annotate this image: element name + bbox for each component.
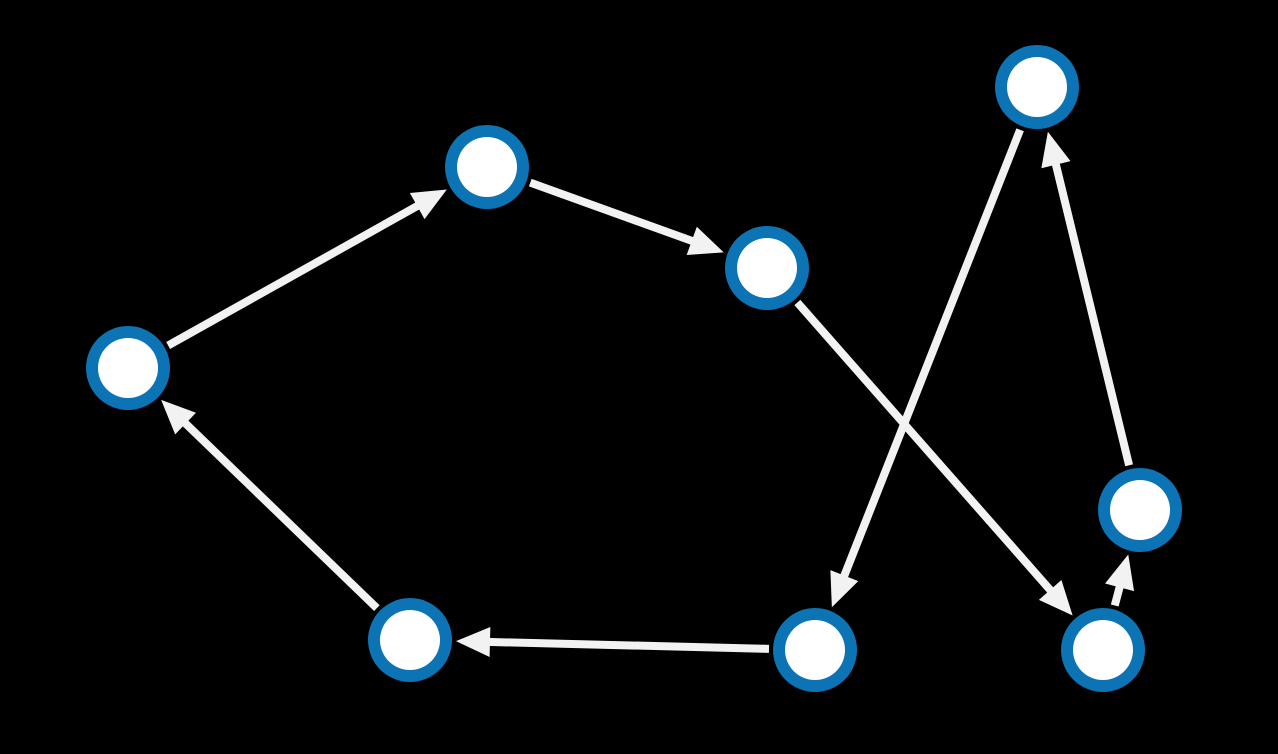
node-core [1007,57,1067,117]
node-core [1110,480,1170,540]
right-middle-node[interactable] [1098,468,1182,552]
edge-shaft [1051,161,1134,467]
node-core [380,610,440,670]
edge-bottom-left-to-left [161,399,380,611]
nodes-layer [86,45,1182,692]
left-node[interactable] [86,326,170,410]
edge-shaft [528,178,696,246]
node-core [1073,620,1133,680]
bottom-right-node[interactable] [1061,608,1145,692]
arrow-head-icon [161,399,196,435]
edge-shaft [839,128,1024,580]
edge-bottom-center-to-bottom-left [455,626,770,657]
edges-layer [161,128,1135,657]
upper-left-node[interactable] [445,125,529,209]
edge-top-right-to-bottom-center [830,128,1024,608]
edge-bottom-right-to-right-middle [1105,554,1135,607]
node-core [457,137,517,197]
bottom-left-node[interactable] [368,598,452,682]
upper-middle-node[interactable] [725,226,809,310]
node-core [737,238,797,298]
bottom-center-node[interactable] [773,608,857,692]
arrow-head-icon [409,189,447,220]
edge-shaft [166,201,422,350]
top-right-node[interactable] [995,45,1079,129]
arrow-head-icon [455,626,491,657]
arrow-head-icon [1105,554,1135,592]
edge-right-middle-to-top-right [1041,131,1134,467]
edge-shaft [180,418,380,611]
node-core [785,620,845,680]
edge-shaft [487,637,770,653]
edge-upper-middle-to-bottom-right [794,299,1073,616]
edge-left-to-upper-left [166,189,447,350]
node-core [98,338,158,398]
edge-shaft [1110,583,1125,607]
edge-shaft [794,299,1055,595]
arrow-head-icon [830,570,859,608]
edge-upper-left-to-upper-middle [528,178,724,255]
arrow-head-icon [1041,131,1071,169]
arrow-head-icon [686,226,724,255]
arrow-head-icon [1038,580,1073,616]
